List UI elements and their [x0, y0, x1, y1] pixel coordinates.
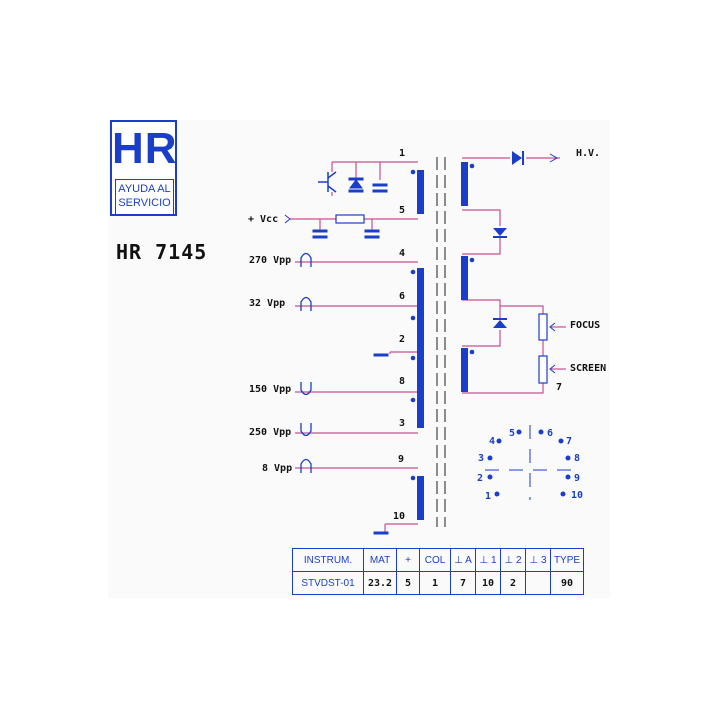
hdr-gnd-1: ⊥ 1 [475, 548, 501, 572]
pinout-2: 2 [477, 473, 483, 484]
pinout-1: 1 [485, 491, 491, 502]
pinout-6: 6 [547, 428, 553, 439]
val-col: 1 [419, 571, 451, 595]
logo-caption-line1: AYUDA AL [118, 183, 171, 195]
vpp-150-label: 150 Vpp [249, 384, 291, 395]
focus-label: FOCUS [570, 320, 600, 331]
hv-label: H.V. [576, 148, 600, 159]
vpp-250-label: 250 Vpp [249, 427, 291, 438]
hdr-gnd-2: ⊥ 2 [500, 548, 526, 572]
pinout-3: 3 [478, 453, 484, 464]
screen-label: SCREEN [570, 363, 606, 374]
vcc-label: + Vcc [248, 214, 278, 225]
logo-caption-box: AYUDA AL SERVICIO [115, 179, 174, 216]
pin-3-label: 3 [399, 418, 405, 429]
val-gnd-1: 10 [475, 571, 501, 595]
val-mat: 23.2 [363, 571, 397, 595]
vpp-8-label: 8 Vpp [262, 463, 292, 474]
pin-2-label: 2 [399, 334, 405, 345]
pin-6-label: 6 [399, 291, 405, 302]
val-type: 90 [550, 571, 584, 595]
pinout-7: 7 [566, 436, 572, 447]
pin-1-label: 1 [399, 148, 405, 159]
val-plus: 5 [396, 571, 420, 595]
hdr-col: COL [419, 548, 451, 572]
pin-7-label: 7 [556, 382, 562, 393]
pinout-5: 5 [509, 428, 515, 439]
pinout-10: 10 [571, 490, 583, 501]
val-gnd-a: 7 [450, 571, 476, 595]
hr-logo: HR AYUDA AL SERVICIO [110, 120, 177, 216]
spec-header-row: INSTRUM. MAT + COL ⊥ A ⊥ 1 ⊥ 2 ⊥ 3 TYPE [292, 548, 584, 572]
val-instrum: STVDST-01 [292, 571, 364, 595]
hdr-gnd-3: ⊥ 3 [525, 548, 551, 572]
val-gnd-3 [525, 571, 551, 595]
logo-mark: HR [112, 124, 178, 173]
pinout-4: 4 [489, 436, 495, 447]
schematic-panel [108, 120, 610, 598]
hdr-type: TYPE [550, 548, 584, 572]
val-gnd-2: 2 [500, 571, 526, 595]
pinout-9: 9 [574, 473, 580, 484]
hdr-plus: + [396, 548, 420, 572]
hdr-mat: MAT [363, 548, 397, 572]
spec-value-row: STVDST-01 23.2 5 1 7 10 2 90 [292, 571, 584, 595]
vpp-270-label: 270 Vpp [249, 255, 291, 266]
pin-9-label: 9 [398, 454, 404, 465]
hdr-instrum: INSTRUM. [292, 548, 364, 572]
hdr-gnd-a: ⊥ A [450, 548, 476, 572]
pin-10-label: 10 [393, 511, 405, 522]
logo-caption-line2: SERVICIO [118, 197, 171, 209]
pin-5-label: 5 [399, 205, 405, 216]
spec-table: INSTRUM. MAT + COL ⊥ A ⊥ 1 ⊥ 2 ⊥ 3 TYPE … [292, 548, 584, 595]
vpp-32-label: 32 Vpp [249, 298, 285, 309]
pin-4-label: 4 [399, 248, 405, 259]
model-number: HR 7145 [116, 240, 208, 264]
pin-8-label: 8 [399, 376, 405, 387]
pinout-8: 8 [574, 453, 580, 464]
